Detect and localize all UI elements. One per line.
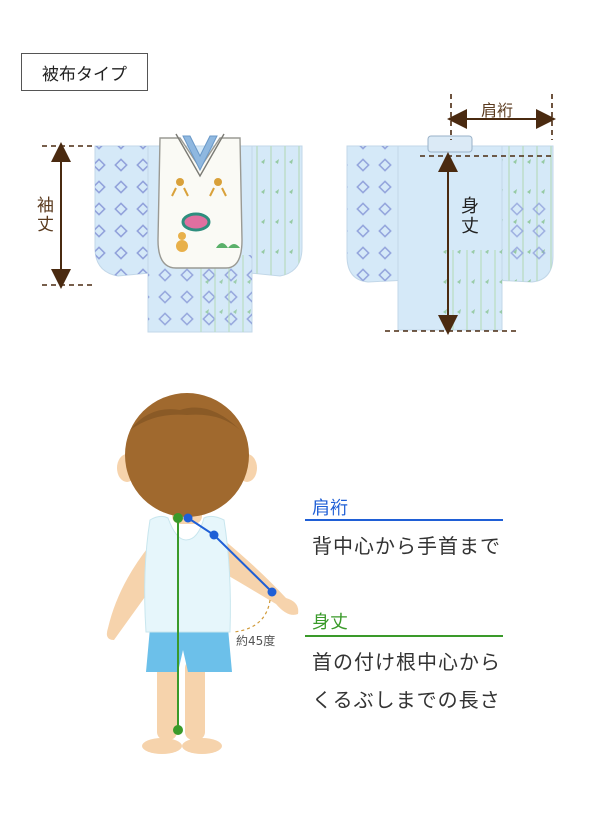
child-hair [125,393,249,517]
child-tank-top [144,515,231,633]
back-kimono [346,135,554,331]
decorative-emblem-icon [176,212,240,252]
sleeve-length-label: 袖丈 [33,196,53,234]
type-label: 被布タイプ [21,53,148,91]
body-legend-title: 身丈 [312,612,348,633]
body-legend-desc-1: 首の付け根中心から [312,650,501,674]
front-kimono [94,133,303,333]
body-length-label: 身丈 [458,196,479,236]
angle-arc [233,599,271,633]
measurement-lines [42,94,556,335]
body-legend-desc-2: くるぶしまでの長さ [312,688,501,712]
yuki-legend-title: 肩裄 [312,498,348,519]
front-collar [182,135,218,172]
yuki-label: 肩裄 [481,101,514,120]
angle-note: 約45度 [236,634,276,648]
child-shorts [146,628,232,672]
child-measure-lines [173,513,277,735]
child-figure [106,393,299,754]
tassel-knots-icon [171,178,227,197]
back-collar [427,135,473,153]
yuki-legend-desc: 背中心から手首まで [312,534,501,558]
